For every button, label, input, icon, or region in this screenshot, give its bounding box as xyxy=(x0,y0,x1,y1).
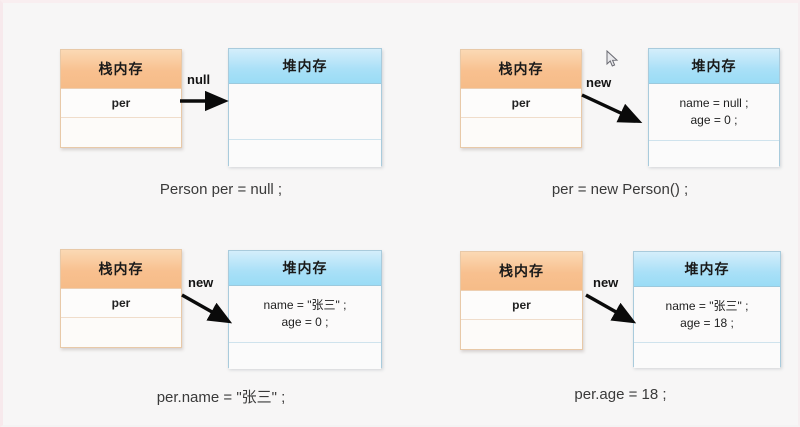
heap-field-line: name = "张三" ; xyxy=(665,298,749,313)
mouse-pointer-icon xyxy=(606,50,619,67)
heap-memory-box-panel-set-age: 堆内存 name = "张三" ; age = 18 ; xyxy=(633,251,781,368)
heap-footer-row xyxy=(649,141,779,167)
stack-memory-header: 栈内存 xyxy=(461,50,581,89)
arrow-label-new: new xyxy=(188,275,214,290)
heap-footer-row xyxy=(229,343,381,369)
heap-field-line: age = 0 ; xyxy=(281,315,329,329)
arrow-label-new: new xyxy=(586,75,612,90)
reference-arrow-new xyxy=(181,293,233,324)
heap-footer-row xyxy=(229,140,381,167)
reference-arrow-new xyxy=(585,293,637,324)
stack-empty-row xyxy=(61,118,181,146)
heap-memory-header: 堆内存 xyxy=(649,49,779,84)
heap-object-body: name = null ; age = 0 ; xyxy=(649,84,779,141)
reference-arrow-new xyxy=(581,93,643,124)
stack-memory-header: 栈内存 xyxy=(461,252,582,291)
heap-object-body: name = "张三" ; age = 0 ; xyxy=(229,286,381,343)
heap-field-line: name = "张三" ; xyxy=(263,298,347,312)
caption-panel-set-age: per.age = 18 ; xyxy=(574,386,667,403)
heap-memory-header: 堆内存 xyxy=(229,251,381,286)
caption-panel-set-name: per.name = "张三" ; xyxy=(156,389,286,406)
stack-memory-box-panel-set-age: 栈内存 per xyxy=(460,251,583,350)
heap-memory-box-panel-set-name: 堆内存 name = "张三" ; age = 0 ; xyxy=(228,250,382,369)
heap-memory-header: 堆内存 xyxy=(229,49,381,84)
arrow-label-null: null xyxy=(187,72,211,87)
heap-memory-box-panel-new-person: 堆内存 name = null ; age = 0 ; xyxy=(648,48,780,167)
heap-object-body: name = "张三" ; age = 18 ; xyxy=(634,287,780,343)
caption-panel-null: Person per = null ; xyxy=(159,181,283,198)
stack-variable-row: per xyxy=(61,89,181,118)
heap-object-body xyxy=(229,84,381,140)
reference-arrow-null xyxy=(180,90,229,112)
stack-variable-row: per xyxy=(461,89,581,118)
heap-field-line: age = 0 ; xyxy=(690,113,738,127)
stack-memory-box-panel-set-name: 栈内存 per xyxy=(60,249,182,348)
heap-memory-header: 堆内存 xyxy=(634,252,780,287)
stack-empty-row xyxy=(461,118,581,146)
heap-memory-box-panel-null: 堆内存 xyxy=(228,48,382,167)
stack-empty-row xyxy=(61,318,181,346)
stack-memory-header: 栈内存 xyxy=(61,250,181,289)
arrow-label-new: new xyxy=(593,275,619,290)
stack-variable-row: per xyxy=(61,289,181,318)
stack-variable-row: per xyxy=(461,291,582,320)
stack-memory-box-panel-new-person: 栈内存 per xyxy=(460,49,582,148)
stack-empty-row xyxy=(461,320,582,348)
caption-panel-new-person: per = new Person() ; xyxy=(551,181,689,198)
stack-memory-header: 栈内存 xyxy=(61,50,181,89)
heap-field-line: name = null ; xyxy=(679,96,749,110)
stack-memory-box-panel-null: 栈内存 per xyxy=(60,49,182,148)
heap-field-line: age = 18 ; xyxy=(680,315,734,330)
heap-footer-row xyxy=(634,343,780,368)
